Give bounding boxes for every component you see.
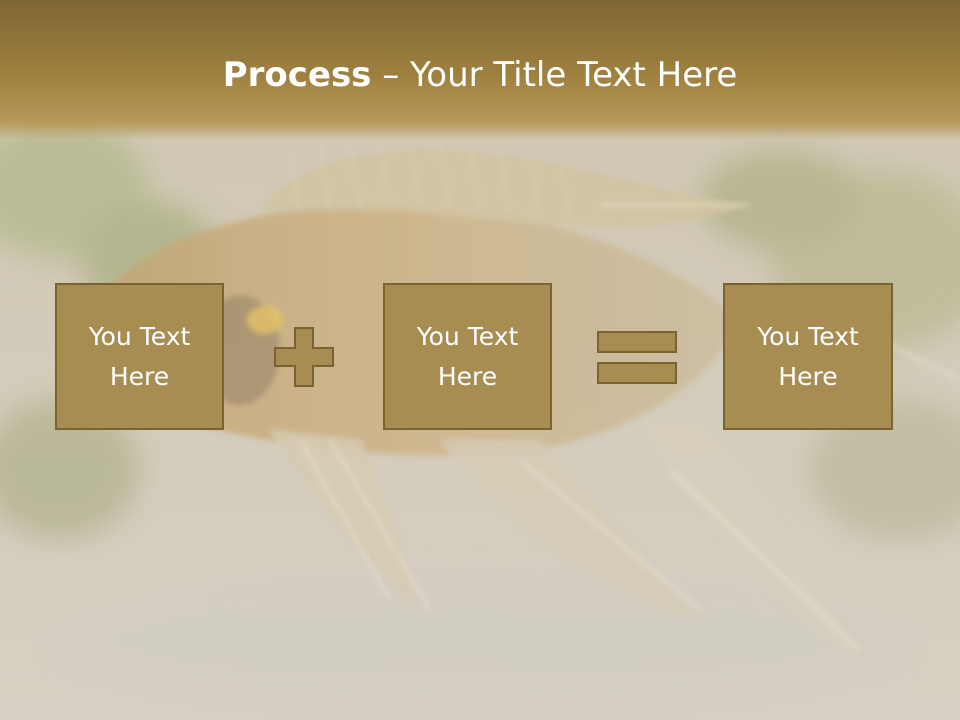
process-box-2[interactable]: You Text Here	[383, 283, 552, 430]
plus-icon	[274, 327, 334, 387]
process-box-1[interactable]: You Text Here	[55, 283, 224, 430]
equals-icon	[597, 331, 677, 384]
title-bar	[0, 0, 960, 140]
process-box-3[interactable]: You Text Here	[723, 283, 893, 430]
process-box-label: You Text Here	[757, 321, 859, 391]
title-rest: – Your Title Text Here	[371, 55, 738, 95]
process-box-label: You Text Here	[416, 321, 519, 391]
slide-title: Process – Your Title Text Here	[0, 52, 960, 98]
title-bold: Process	[222, 55, 372, 95]
process-box-label: You Text Here	[88, 321, 191, 391]
